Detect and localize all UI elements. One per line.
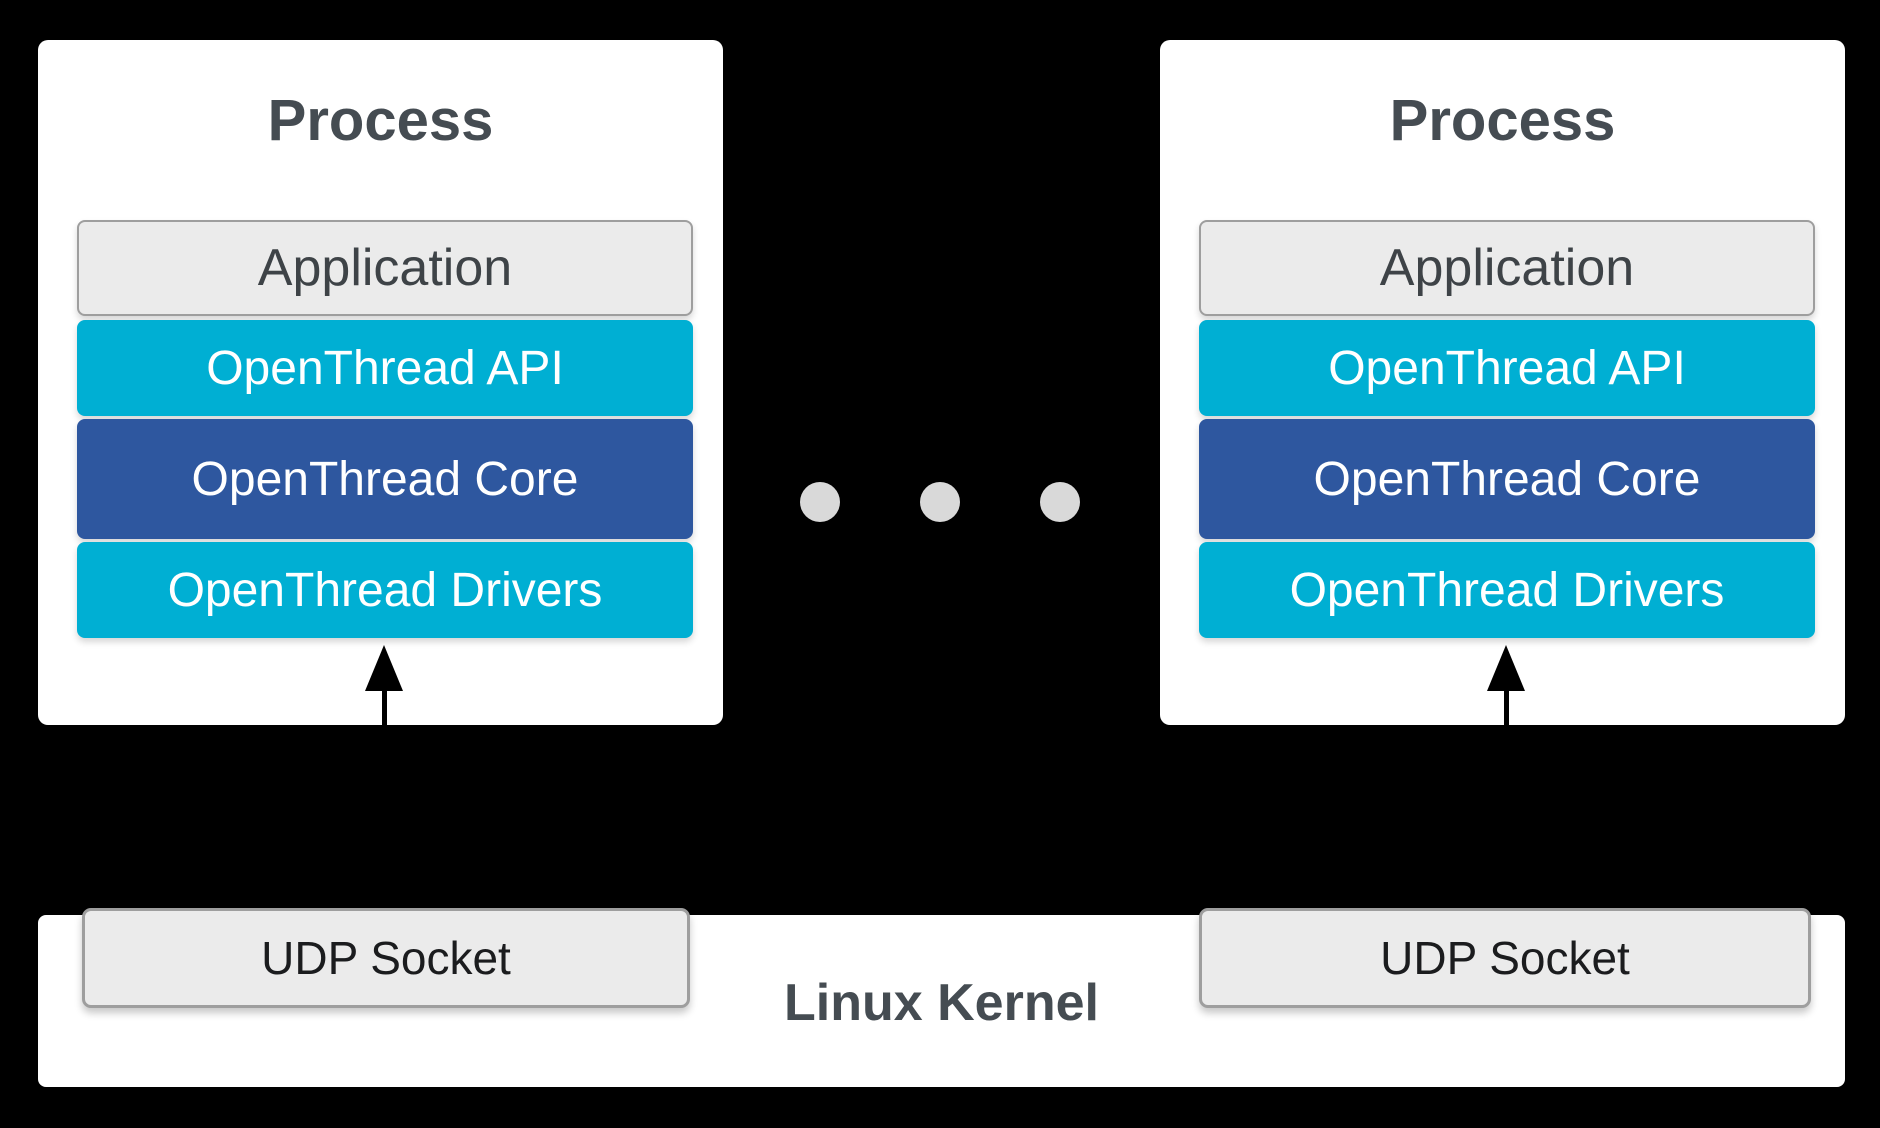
process-box-left: Process Application OpenThread API OpenT… — [38, 40, 723, 725]
layer-application: Application — [1199, 220, 1815, 316]
layer-openthread-core: OpenThread Core — [77, 419, 693, 539]
process-box-right: Process Application OpenThread API OpenT… — [1160, 40, 1845, 725]
arrow-head — [1487, 645, 1525, 691]
udp-socket-right: UDP Socket — [1199, 908, 1811, 1008]
layer-openthread-api: OpenThread API — [1199, 320, 1815, 416]
ellipsis-dots — [800, 482, 1080, 522]
layer-openthread-drivers: OpenThread Drivers — [77, 542, 693, 638]
up-arrow-icon — [1486, 645, 1526, 725]
layer-openthread-drivers: OpenThread Drivers — [1199, 542, 1815, 638]
arrow-shaft — [1503, 689, 1509, 725]
udp-socket-left: UDP Socket — [82, 908, 690, 1008]
layer-stack: Application OpenThread API OpenThread Co… — [1199, 220, 1815, 638]
layer-stack: Application OpenThread API OpenThread Co… — [77, 220, 693, 638]
linux-kernel-label: Linux Kernel — [784, 974, 1099, 1032]
process-title: Process — [267, 88, 494, 153]
linux-kernel-bar: UDP Socket Linux Kernel UDP Socket — [38, 908, 1845, 1087]
ellipsis-dot — [920, 482, 960, 522]
ellipsis-dot — [800, 482, 840, 522]
arrow-head — [365, 645, 403, 691]
arrow-shaft — [381, 689, 387, 725]
layer-application: Application — [77, 220, 693, 316]
layer-openthread-api: OpenThread API — [77, 320, 693, 416]
up-arrow-icon — [364, 645, 404, 725]
process-title: Process — [1389, 88, 1616, 153]
layer-openthread-core: OpenThread Core — [1199, 419, 1815, 539]
ellipsis-dot — [1040, 482, 1080, 522]
